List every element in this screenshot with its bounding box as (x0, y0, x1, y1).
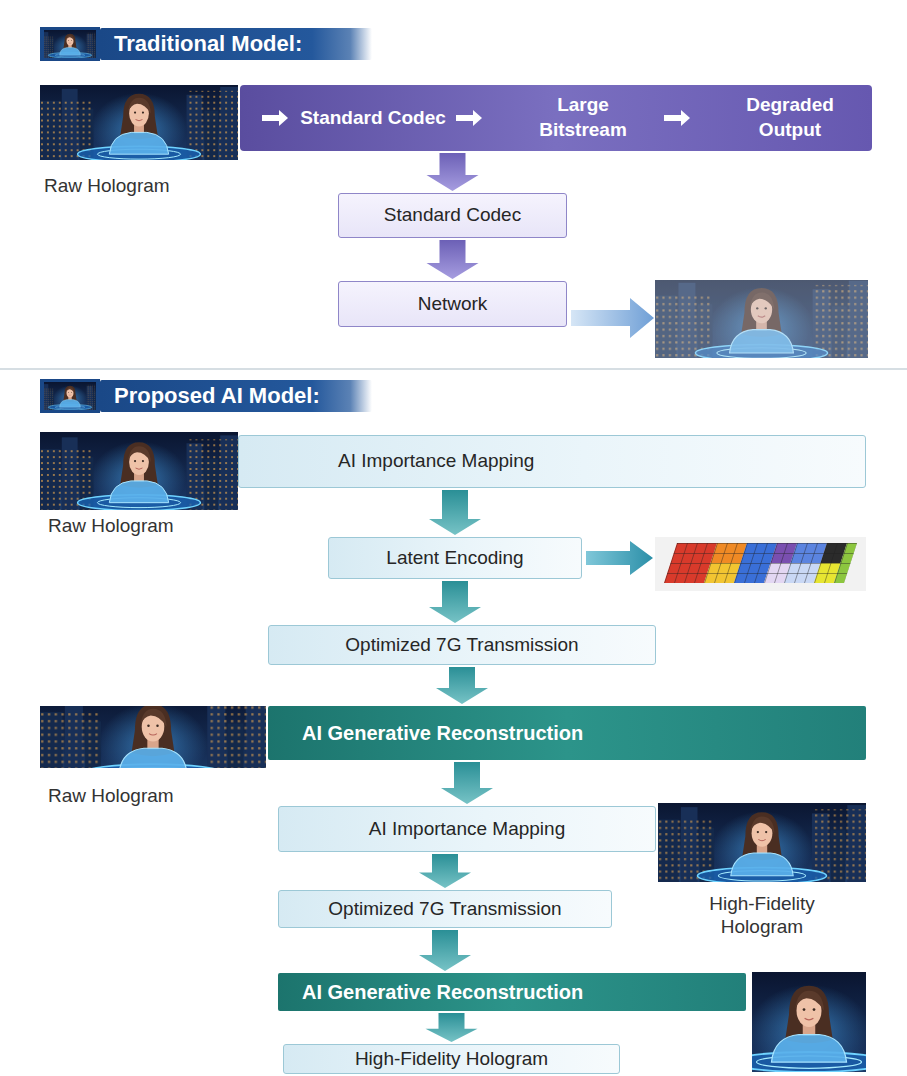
process-band: AI Generative Reconstruction (268, 706, 866, 760)
degradation-haze (655, 280, 868, 358)
band-arrow (664, 110, 690, 126)
flow-arrow (427, 240, 479, 279)
hologram-image: Raw Hologram (40, 706, 266, 808)
process-box: Network (338, 281, 567, 327)
flow-arrow (419, 854, 471, 888)
process-box: Optimized 7G Transmission (268, 625, 656, 665)
node-text: Standard Codec (384, 204, 521, 227)
process-band: AI Generative Reconstruction (278, 973, 746, 1011)
flow-arrow (426, 1013, 478, 1042)
hologram-picture (40, 431, 238, 512)
node-text: Standard Codec (293, 106, 453, 131)
hologram-image: Raw Hologram (40, 85, 238, 198)
node-text: AI Importance Mapping (338, 450, 534, 473)
node-text: Latent Encoding (386, 547, 523, 570)
node-text: AI Importance Mapping (369, 818, 565, 841)
pipeline-band: Standard Codec Large Bitstream Degraded Ou… (240, 85, 872, 151)
flow-arrow (429, 490, 481, 535)
node-text: Traditional Model: (114, 31, 302, 57)
section-banner: Proposed AI Model: (100, 380, 372, 412)
flow-arrow (436, 667, 488, 704)
node-text: AI Generative Reconstruction (302, 980, 583, 1004)
node-text: Optimized 7G Transmission (328, 898, 561, 921)
node-text: Raw Hologram (48, 784, 266, 808)
hologram-picture (658, 801, 866, 886)
process-box: Optimized 7G Transmission (278, 890, 612, 928)
process-box: Standard Codec (338, 193, 567, 238)
flow-arrow (419, 930, 471, 971)
node-text: Network (418, 293, 488, 316)
process-box: Latent Encoding (328, 537, 582, 579)
banner-icon (35, 30, 105, 59)
flow-arrow (427, 153, 479, 191)
output-arrow (571, 298, 654, 338)
node-text: Optimized 7G Transmission (345, 634, 578, 657)
banner-icon (35, 382, 105, 411)
band-arrow (262, 110, 288, 126)
process-box: High-Fidelity Hologram (283, 1044, 620, 1074)
flow-arrow (429, 581, 481, 623)
latent-arrow (586, 541, 653, 575)
degraded-hologram-picture (655, 276, 868, 363)
node-text: Large Bitstream (528, 93, 638, 142)
flow-arrow (441, 762, 493, 804)
pipeline-band-fill (240, 85, 872, 151)
section-banner: Traditional Model: (100, 28, 372, 60)
node-text: Raw Hologram (48, 514, 238, 538)
node-text: High-Fidelity Hologram (355, 1048, 548, 1071)
hologram-image: High-Fidelity Hologram (658, 803, 866, 939)
node-text: Degraded Output (735, 93, 845, 142)
node-text: Raw Hologram (44, 174, 238, 198)
node-text: AI Generative Reconstruction (302, 721, 583, 745)
node-text: Proposed AI Model: (114, 383, 320, 409)
section-divider (0, 368, 907, 370)
node-text: High-Fidelity Hologram (692, 892, 832, 940)
hologram-picture (40, 83, 238, 164)
hologram-image: Raw Hologram (40, 432, 238, 538)
latent-grid-picture (655, 537, 866, 591)
process-box: AI Importance Mapping (238, 435, 866, 488)
band-arrow (456, 110, 482, 126)
process-box: AI Importance Mapping (278, 806, 656, 852)
hologram-picture (40, 692, 266, 785)
